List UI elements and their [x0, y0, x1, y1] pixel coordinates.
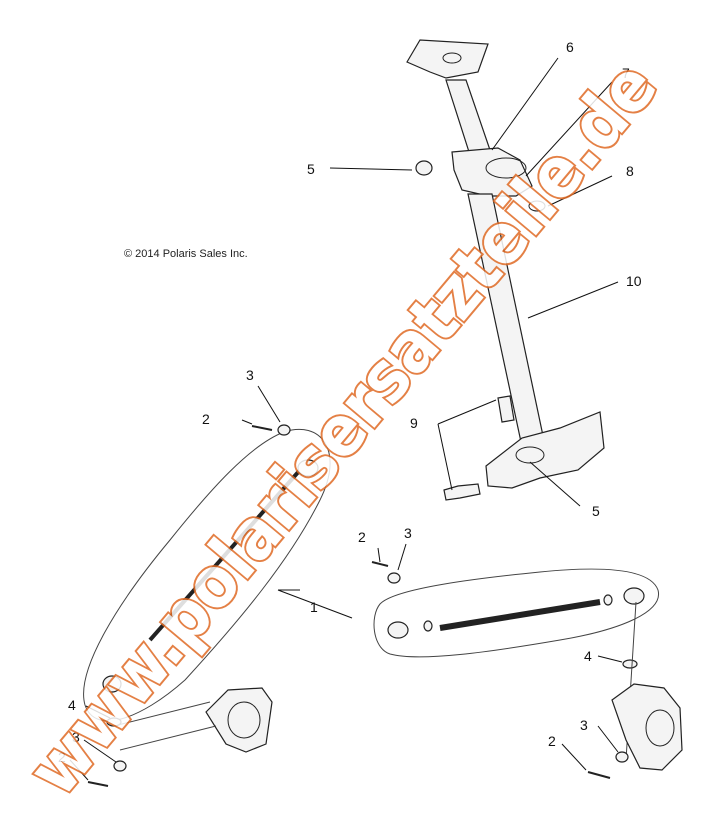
- column-clamp-ring: [485, 157, 527, 179]
- pin-2-left-upper: [251, 425, 273, 431]
- column-upper-shaft: [445, 79, 491, 156]
- pin-2-right-lower: [587, 771, 611, 779]
- right-tie-rod-outline: [373, 568, 659, 658]
- left-tie-rod-shaft: [148, 468, 302, 642]
- steering-column-group: [406, 39, 605, 501]
- callout-4-left: 4: [68, 697, 76, 713]
- right-tie-rod-end-right: [623, 587, 645, 605]
- callout-1: 1: [310, 599, 318, 615]
- leader-lines: [69, 57, 623, 781]
- callouts: 1 2 3 2 3 4 3 2 4 3 2 5 5 6 7 8 9 10: [58, 39, 642, 765]
- callout-3-left-lower: 3: [72, 729, 80, 745]
- column-bottom-bracket: [485, 411, 605, 489]
- left-steering-knuckle: [205, 687, 273, 753]
- callout-2-right-upper: 2: [358, 529, 366, 545]
- left-tie-rod-group: [83, 424, 331, 787]
- callout-2-left-upper: 2: [202, 411, 210, 427]
- nut-3-left-lower: [113, 760, 127, 772]
- left-tie-rod-end-lower: [102, 675, 122, 693]
- right-tie-rod-end-left: [387, 621, 409, 639]
- column-clamp: [451, 147, 533, 197]
- pin-2-left-lower: [87, 781, 109, 787]
- nut-3-right-upper: [387, 572, 401, 584]
- left-tie-rod-end-upper: [297, 459, 319, 477]
- right-knuckle-bore: [645, 709, 675, 747]
- callout-10: 10: [626, 273, 642, 289]
- left-knuckle-guide-2: [119, 725, 217, 751]
- left-knuckle-bore: [227, 701, 261, 739]
- column-bushing-8: [528, 200, 546, 212]
- column-bottom-pivot: [515, 446, 545, 464]
- callout-3-right-lower: 3: [580, 717, 588, 733]
- callout-6: 6: [566, 39, 574, 55]
- callout-2-left-lower: 2: [58, 749, 66, 765]
- right-steering-knuckle: [611, 683, 683, 771]
- nut-3-right-lower: [615, 751, 629, 763]
- washer-4-right: [622, 659, 638, 669]
- callout-4-right: 4: [584, 648, 592, 664]
- callout-2-right-lower: 2: [548, 733, 556, 749]
- nut-3-left-upper: [277, 424, 291, 436]
- left-tie-rod-outline: [83, 428, 331, 722]
- callout-7: 7: [622, 65, 630, 81]
- bolt-9-lower: [443, 483, 481, 501]
- nut-5-upper: [415, 160, 433, 176]
- left-knuckle-guide-1: [117, 701, 211, 726]
- jam-nut-right-b: [603, 594, 613, 606]
- callout-3-right-upper: 3: [404, 525, 412, 541]
- callout-5-lower: 5: [592, 503, 600, 519]
- column-top-plate-hole: [442, 52, 462, 64]
- washer-4-left: [106, 717, 122, 727]
- right-tie-rod-group: [371, 561, 659, 779]
- callout-5-upper: 5: [307, 161, 315, 177]
- callout-8: 8: [626, 163, 634, 179]
- callout-9: 9: [410, 415, 418, 431]
- copyright-notice: © 2014 Polaris Sales Inc.: [124, 248, 248, 260]
- bolt-9-upper: [497, 395, 515, 423]
- callout-3-left-upper: 3: [246, 367, 254, 383]
- jam-nut-right-a: [423, 620, 433, 632]
- pin-2-right-upper: [371, 561, 389, 567]
- right-tie-rod-shaft: [439, 599, 601, 631]
- column-top-plate: [406, 39, 489, 79]
